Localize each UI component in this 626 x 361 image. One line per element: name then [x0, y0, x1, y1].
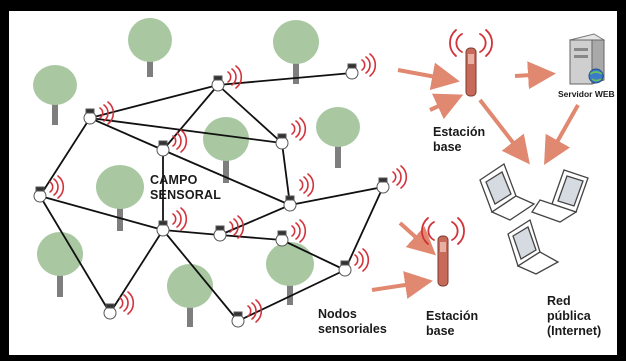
- base-station-top-icon: [449, 29, 493, 97]
- network-link: [39, 117, 91, 197]
- base-station-bottom-label-line-2: base: [426, 324, 455, 338]
- arrow-field-to-bottom-base: [398, 221, 436, 256]
- arrow-server-to-network: [544, 104, 580, 165]
- network-link: [162, 149, 291, 206]
- network-link: [162, 84, 219, 151]
- server-label: Servidor WEB: [558, 89, 615, 99]
- network-link: [89, 84, 219, 119]
- tree-icon: [273, 20, 319, 84]
- tree-icon: [316, 107, 360, 168]
- web-server-icon: [568, 33, 606, 85]
- network-link: [289, 186, 384, 206]
- sensor-node-icon: [33, 186, 47, 203]
- network-link: [217, 84, 283, 144]
- arrow-base-to-server: [514, 61, 556, 90]
- arrow-base-to-network: [478, 98, 530, 165]
- tree-icon: [128, 18, 172, 77]
- tree-icon: [266, 242, 314, 305]
- sensor-node-icon: [283, 195, 297, 212]
- sensor-node-icon: [338, 260, 352, 277]
- field-label-line-2: SENSORAL: [150, 188, 221, 202]
- sensor-node-layer: [33, 63, 390, 328]
- network-links: [39, 72, 384, 322]
- sensor-node-icon: [275, 133, 289, 150]
- base-station-top-label-line-1: Estación: [433, 125, 485, 139]
- data-flow-arrows: [371, 61, 580, 299]
- sensor-node-icon: [103, 303, 117, 320]
- sensor-node-icon: [376, 177, 390, 194]
- tree-layer: [33, 18, 360, 327]
- sensor-node-icon: [275, 230, 289, 247]
- arrow-nodes-to-bottom-base: [371, 271, 433, 299]
- tree-icon: [167, 264, 213, 327]
- sensor-nodes-label-line-1: Nodos: [318, 307, 357, 321]
- public-network-label: Red pública (Internet): [547, 294, 601, 338]
- public-network-label-line-2: pública: [547, 309, 592, 323]
- sensor-node-icon: [213, 225, 227, 242]
- network-link: [281, 239, 346, 271]
- sensor-node-icon: [156, 140, 170, 157]
- base-station-top-label-line-2: base: [433, 140, 462, 154]
- tree-icon: [37, 232, 83, 297]
- network-link: [109, 229, 164, 314]
- network-link: [89, 117, 164, 151]
- network-link: [281, 142, 291, 206]
- sensor-node-icon: [231, 311, 245, 328]
- network-link: [39, 195, 164, 231]
- signal-layer: [49, 53, 408, 323]
- network-link: [344, 186, 384, 271]
- arrow-field-to-top-base-2: [429, 93, 464, 120]
- network-link: [162, 229, 239, 322]
- tree-icon: [96, 165, 144, 231]
- laptop-icon: [530, 169, 589, 223]
- laptop-icon: [507, 218, 560, 275]
- base-station-top-label: Estación base: [433, 125, 489, 154]
- network-link: [219, 234, 283, 241]
- sensor-nodes-label: Nodos sensoriales: [318, 307, 387, 336]
- tree-icon: [203, 117, 249, 183]
- base-station-bottom-icon: [421, 217, 465, 287]
- field-label-line-1: CAMPO: [150, 173, 198, 187]
- field-label: CAMPO SENSORAL: [150, 173, 221, 202]
- sensor-nodes-label-line-2: sensoriales: [318, 322, 387, 336]
- sensor-node-icon: [156, 220, 170, 237]
- network-link: [162, 229, 221, 236]
- sensor-node-icon: [345, 63, 359, 80]
- network-link: [39, 195, 111, 314]
- laptop-icon: [479, 163, 536, 221]
- tree-icon: [33, 65, 77, 125]
- network-link: [89, 117, 283, 144]
- arrow-field-to-top-base: [397, 62, 460, 91]
- sensor-node-icon: [83, 108, 97, 125]
- base-station-bottom-label-line-1: Estación: [426, 309, 478, 323]
- public-network-label-line-1: Red: [547, 294, 571, 308]
- public-network-label-line-3: (Internet): [547, 324, 601, 338]
- sensor-node-icon: [211, 75, 225, 92]
- base-station-bottom-label: Estación base: [426, 309, 482, 338]
